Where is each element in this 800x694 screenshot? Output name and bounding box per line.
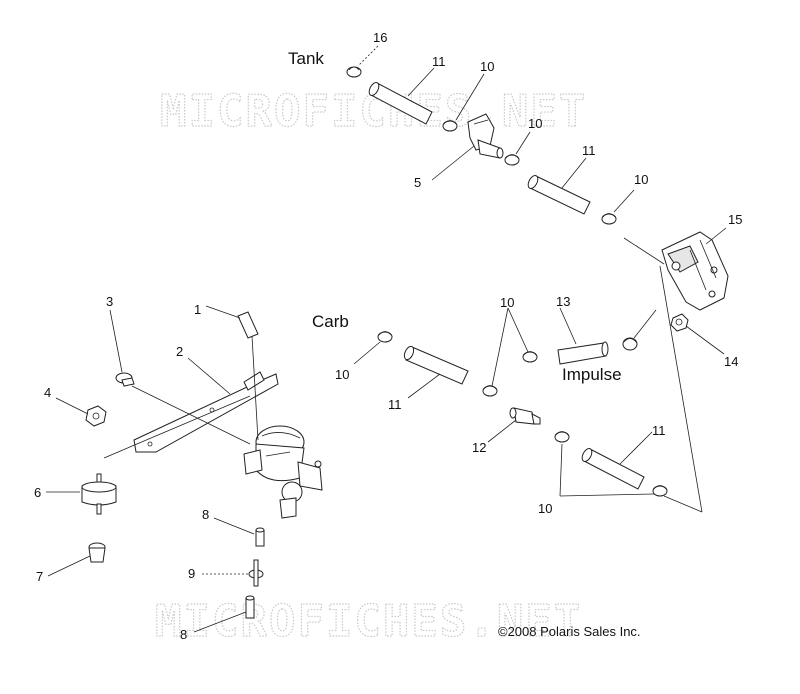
rubber-mount-6: [81, 473, 117, 515]
hose-clamp-pump: [622, 337, 638, 351]
callout-11-carb: 11: [388, 397, 402, 412]
callout-6: 6: [34, 485, 41, 500]
label-impulse: Impulse: [562, 365, 622, 384]
hose-clamp-10-v-top: [522, 351, 538, 363]
fuel-hose-low: [581, 448, 645, 490]
fitting-12: [509, 407, 541, 425]
callout-16: 16: [373, 30, 387, 45]
callout-15: 15: [728, 212, 742, 227]
fuel-hose-carb: [403, 345, 469, 385]
callout-12: 12: [472, 440, 486, 455]
hose-clamp-10-low-right: [652, 485, 668, 497]
pin-8-bottom: [245, 595, 255, 619]
bolt-3: [115, 372, 135, 387]
fuel-pump-15: [661, 231, 729, 311]
callout-10-top: 10: [480, 59, 494, 74]
callout-13: 13: [556, 294, 570, 309]
callout-10-mid: 10: [528, 116, 542, 131]
callout-10-carb: 10: [335, 367, 349, 382]
fuel-hose-mid: [527, 175, 591, 215]
hose-clamp-10-top: [442, 120, 458, 132]
hose-clamp-10-v-bottom: [482, 385, 498, 397]
impulse-hose-13: [557, 341, 609, 365]
nut-14: [670, 313, 689, 332]
callout-10-v: 10: [500, 295, 514, 310]
nut-4: [85, 405, 107, 427]
watermark-bottom: MICROFICHES.NET: [155, 596, 582, 647]
label-tank: Tank: [288, 49, 324, 68]
callout-11-low: 11: [652, 423, 666, 438]
callout-10-low: 10: [538, 501, 552, 516]
callout-11-mid: 11: [582, 143, 596, 158]
pin-8-top: [255, 527, 265, 547]
callout-4: 4: [44, 385, 51, 400]
copyright-text: ©2008 Polaris Sales Inc.: [498, 624, 641, 639]
callout-1: 1: [194, 302, 201, 317]
hose-clamp-10-mid: [504, 154, 520, 166]
leader-lines: [46, 45, 727, 633]
callout-8-top: 8: [202, 507, 209, 522]
carburetor: [243, 425, 323, 519]
callout-11-top: 11: [432, 54, 446, 69]
callout-9: 9: [188, 566, 195, 581]
hose-clamp-10-carb: [377, 331, 393, 343]
bracket-2: [133, 371, 279, 453]
callout-14: 14: [724, 354, 738, 369]
callout-10-right: 10: [634, 172, 648, 187]
valve-9: [248, 559, 264, 587]
callout-2: 2: [176, 344, 183, 359]
fuel-hose-top: [368, 82, 433, 125]
callout-7: 7: [36, 569, 43, 584]
callout-3: 3: [106, 294, 113, 309]
callout-5: 5: [414, 175, 421, 190]
callout-8-bottom: 8: [180, 627, 187, 642]
label-carb: Carb: [312, 312, 349, 331]
hose-clamp-10-low-left: [554, 431, 570, 443]
hose-clamp-16: [346, 66, 362, 78]
grommet-7: [88, 542, 106, 563]
fuel-valve-5: [467, 113, 504, 159]
clip-1: [237, 311, 259, 339]
hose-clamp-10-right: [601, 213, 617, 225]
